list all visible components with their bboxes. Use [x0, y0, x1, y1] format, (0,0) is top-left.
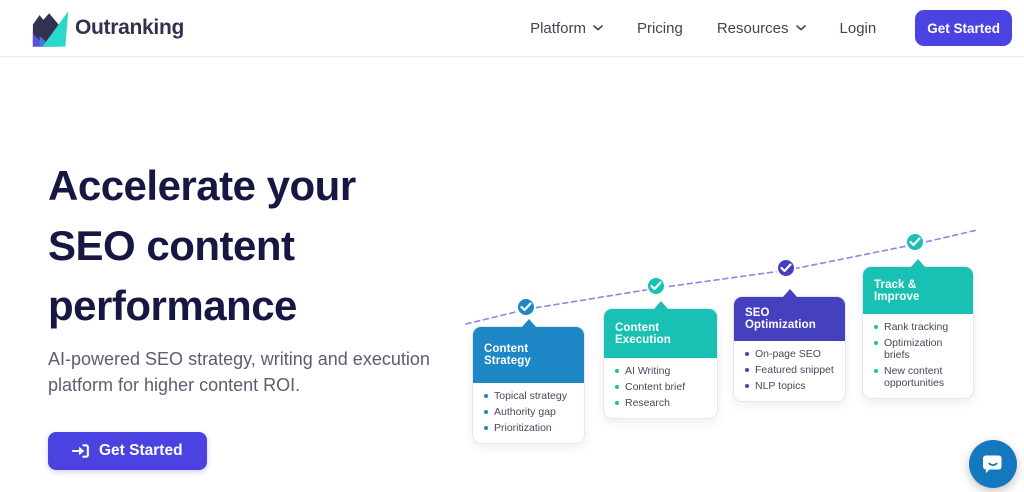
- chevron-down-icon: [795, 25, 806, 31]
- step-feature-item: Optimization briefs: [874, 335, 965, 363]
- bullet-dot: [745, 384, 749, 388]
- step-feature-item: AI Writing: [615, 363, 709, 379]
- step-feature-item: Research: [615, 395, 709, 411]
- step-card-title: Track & Improve: [874, 278, 920, 303]
- nav-item-resources[interactable]: Resources: [717, 20, 806, 37]
- card-pointer-notch: [782, 289, 797, 297]
- bullet-dot: [484, 410, 488, 414]
- check-circle-icon: [905, 232, 925, 252]
- step-card-title: Content Strategy: [484, 343, 531, 367]
- step-feature-label: Rank tracking: [884, 321, 949, 333]
- step-feature-label: Optimization briefs: [884, 337, 943, 361]
- step-feature-item: Topical strategy: [484, 388, 576, 404]
- bullet-dot: [615, 369, 619, 373]
- step-feature-item: Featured snippet: [745, 362, 837, 378]
- step-feature-item: Prioritization: [484, 420, 576, 436]
- step-feature-item: Content brief: [615, 379, 709, 395]
- step-feature-label: Authority gap: [494, 406, 556, 418]
- bullet-dot: [874, 369, 878, 373]
- hero-title-line-3: performance: [48, 282, 297, 329]
- chat-bubble-icon: [980, 451, 1006, 477]
- site-header: Outranking Platform Pricing Resources Login…: [0, 0, 1024, 57]
- step-feature-label: New content opportunities: [884, 365, 945, 389]
- chevron-down-icon: [593, 25, 603, 31]
- card-pointer-notch: [521, 319, 536, 327]
- nav-item-label: Resources: [716, 19, 789, 37]
- step-feature-label: Featured snippet: [755, 364, 834, 376]
- brand-logo[interactable]: Outranking: [30, 8, 184, 49]
- sign-in-arrow-icon: [72, 443, 89, 459]
- bullet-dot: [484, 394, 488, 398]
- step-feature-label: Content brief: [625, 381, 686, 393]
- bullet-dot: [874, 341, 878, 345]
- bullet-dot: [615, 385, 619, 389]
- bullet-dot: [874, 325, 878, 329]
- step-feature-item: On-page SEO: [745, 346, 837, 362]
- bullet-dot: [745, 352, 749, 356]
- nav-item-label: Platform: [530, 19, 586, 37]
- step-feature-item: New content opportunities: [874, 363, 965, 391]
- hero-cta-label: Get Started: [99, 442, 183, 459]
- nav-item-pricing[interactable]: Pricing: [637, 20, 683, 37]
- main-nav: Platform Pricing Resources Login: [530, 20, 876, 37]
- header-get-started-button[interactable]: Get Started: [915, 10, 1012, 46]
- nav-item-label: Pricing: [636, 19, 683, 37]
- step-feature-label: On-page SEO: [755, 348, 821, 360]
- check-circle-icon: [646, 276, 666, 296]
- brand-wordmark: Outranking: [75, 16, 185, 39]
- hero-title: Accelerate your SEO content performance: [48, 156, 468, 336]
- brand-logo-icon: [30, 8, 74, 49]
- bullet-dot: [745, 368, 749, 372]
- step-feature-label: Topical strategy: [494, 390, 567, 402]
- step-feature-item: NLP topics: [745, 378, 837, 394]
- chat-launcher[interactable]: [969, 440, 1017, 488]
- hero-section: Accelerate your SEO content performance …: [48, 156, 468, 470]
- step-feature-item: Authority gap: [484, 404, 576, 420]
- card-pointer-notch: [653, 301, 668, 309]
- step-feature-label: Research: [625, 397, 670, 409]
- nav-item-label: Login: [839, 19, 877, 37]
- card-pointer-notch: [911, 259, 925, 267]
- step-feature-item: Rank tracking: [874, 319, 965, 335]
- step-feature-label: NLP topics: [755, 380, 806, 392]
- check-circle-icon: [776, 258, 796, 278]
- step-feature-label: AI Writing: [625, 365, 671, 377]
- hero-title-line-1: Accelerate your: [48, 162, 356, 209]
- hero-title-line-2: SEO content: [48, 222, 295, 269]
- hero-get-started-button[interactable]: Get Started: [48, 432, 207, 470]
- step-card-title: SEO Optimization: [745, 307, 816, 331]
- nav-item-platform[interactable]: Platform: [530, 20, 603, 37]
- hero-subtitle: AI-powered SEO strategy, writing and exe…: [48, 349, 430, 395]
- step-feature-label: Prioritization: [494, 422, 552, 434]
- step-card-title: Content Execution: [615, 321, 671, 346]
- check-circle-icon: [516, 297, 536, 317]
- bullet-dot: [484, 426, 488, 430]
- nav-item-login[interactable]: Login: [840, 20, 877, 37]
- bullet-dot: [615, 401, 619, 405]
